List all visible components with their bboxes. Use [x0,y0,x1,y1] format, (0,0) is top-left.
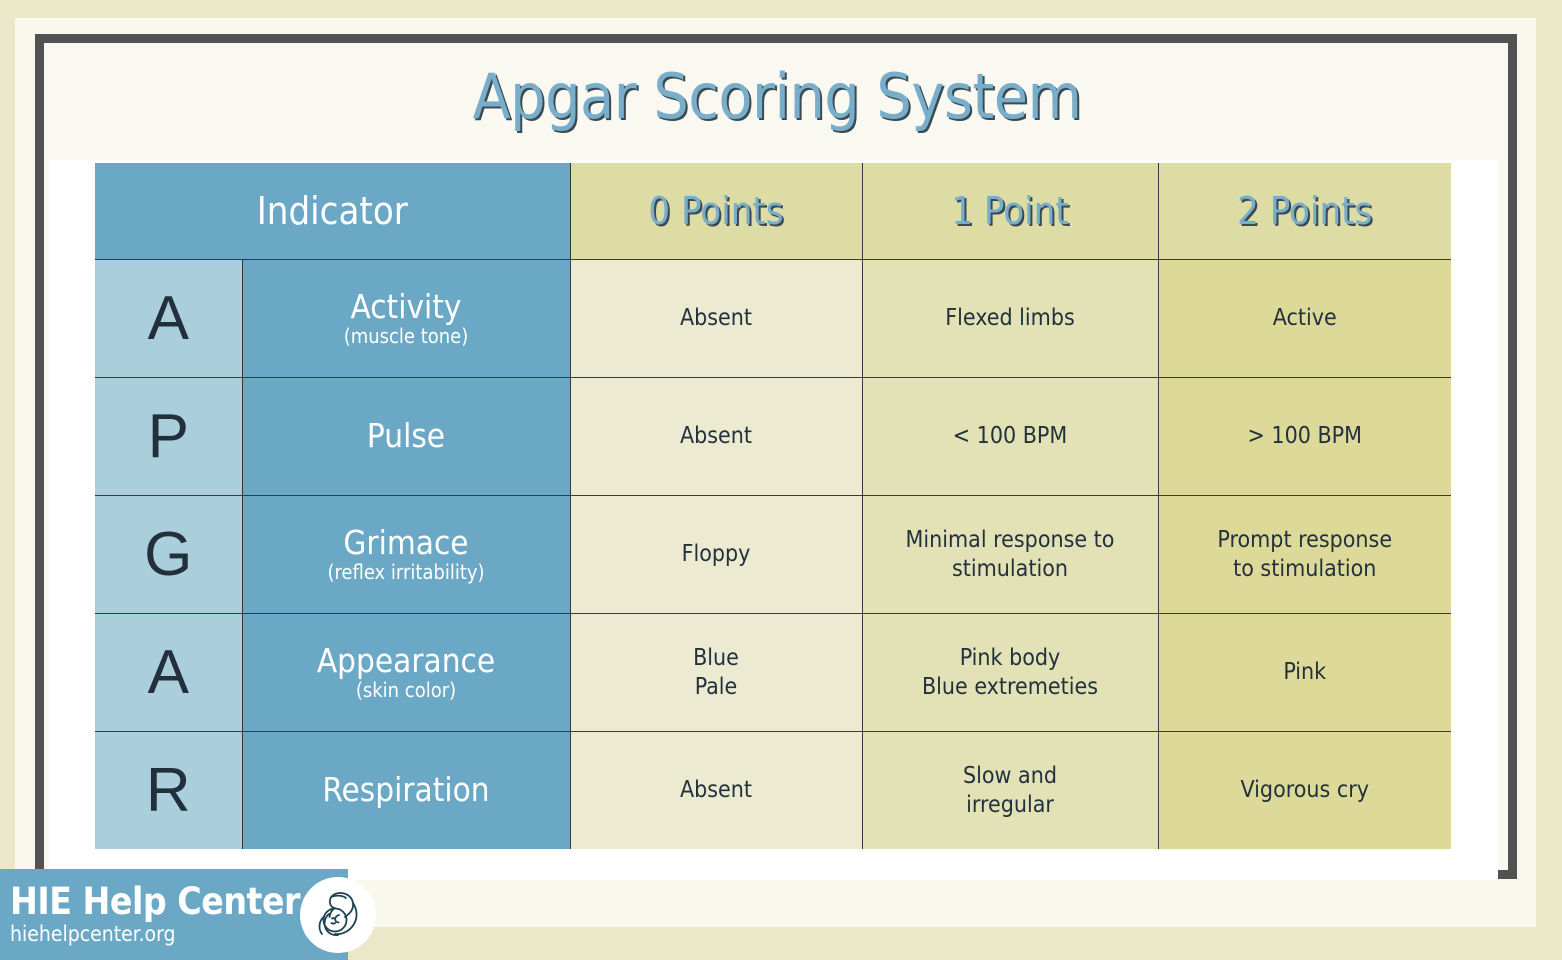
table-row: A Appearance (skin color) Blue Pale Pink… [95,613,1451,732]
row-letter: R [95,731,243,849]
page-title: Apgar Scoring System [472,60,1082,133]
row-letter: A [95,259,243,378]
row-indicator-name: Grimace (reflex irritability) [241,495,571,614]
table-row: R Respiration Absent Slow and irregular … [95,731,1451,849]
table-row: G Grimace (reflex irritability) Floppy M… [95,495,1451,614]
header-0-points: 0 Points [569,163,863,260]
cell-line: Flexed limbs [945,305,1075,332]
table-row: A Activity (muscle tone) Absent Flexed l… [95,259,1451,378]
cell-line: Prompt response [1217,527,1393,554]
cell-0-points: Absent [569,377,863,496]
row-letter: A [95,613,243,732]
cell-line: Pink [1283,659,1327,686]
cell-line: Slow and [963,763,1057,790]
cell-line: Vigorous cry [1240,777,1369,804]
hie-help-center-logo[interactable]: HIE Help Center hiehelpcenter.org [0,869,376,960]
row-letter: P [95,377,243,496]
indicator-label: Respiration [322,770,490,810]
apgar-scoring-table: Indicator 0 Points 1 Point 2 Points A Ac… [95,163,1451,849]
cell-line: Blue [693,645,739,672]
cell-line: Pale [694,673,738,700]
row-letter: G [95,495,243,614]
cell-line: Blue extremeties [921,673,1099,700]
cell-line: stimulation [952,555,1068,582]
cell-0-points: Blue Pale [569,613,863,732]
indicator-sublabel: (reflex irritability) [327,560,485,585]
logo-name: HIE Help Center [10,879,300,923]
row-indicator-name: Pulse [241,377,571,496]
mother-and-baby-icon [299,876,376,953]
indicator-sublabel: (muscle tone) [343,324,469,349]
header-indicator: Indicator [95,163,571,260]
indicator-label: Appearance [316,640,496,680]
cell-line: irregular [966,791,1054,818]
row-indicator-name: Appearance (skin color) [241,613,571,732]
cell-2-points: > 100 BPM [1157,377,1451,496]
row-indicator-name: Respiration [241,731,571,849]
cell-1-point: < 100 BPM [861,377,1159,496]
cell-0-points: Absent [569,259,863,378]
cell-line: Pink body [959,645,1061,672]
table-row: P Pulse Absent < 100 BPM > 100 BPM [95,377,1451,496]
cell-2-points: Active [1157,259,1451,378]
cell-line: Absent [679,305,753,332]
header-2-points: 2 Points [1157,163,1451,260]
cell-line: Absent [679,423,753,450]
cell-1-point: Flexed limbs [861,259,1159,378]
cell-1-point: Slow and irregular [861,731,1159,849]
logo-url: hiehelpcenter.org [10,922,176,947]
cell-2-points: Prompt response to stimulation [1157,495,1451,614]
cell-2-points: Vigorous cry [1157,731,1451,849]
cell-2-points: Pink [1157,613,1451,732]
indicator-label: Pulse [366,416,446,456]
cell-line: < 100 BPM [952,423,1068,450]
header-1-point: 1 Point [861,163,1159,260]
cell-0-points: Floppy [569,495,863,614]
cell-line: to stimulation [1233,555,1377,582]
cell-line: > 100 BPM [1247,423,1363,450]
cell-0-points: Absent [569,731,863,849]
indicator-label: Activity [350,286,462,326]
cell-line: Floppy [681,541,751,568]
cell-line: Minimal response to [905,527,1115,554]
table-header-row: Indicator 0 Points 1 Point 2 Points [95,163,1451,260]
row-indicator-name: Activity (muscle tone) [241,259,571,378]
logo-text-block: HIE Help Center hiehelpcenter.org [0,879,300,947]
indicator-label: Grimace [343,522,469,562]
cell-1-point: Pink body Blue extremeties [861,613,1159,732]
cell-1-point: Minimal response to stimulation [861,495,1159,614]
cell-line: Active [1272,305,1337,332]
cell-line: Absent [679,777,753,804]
indicator-sublabel: (skin color) [355,678,457,703]
